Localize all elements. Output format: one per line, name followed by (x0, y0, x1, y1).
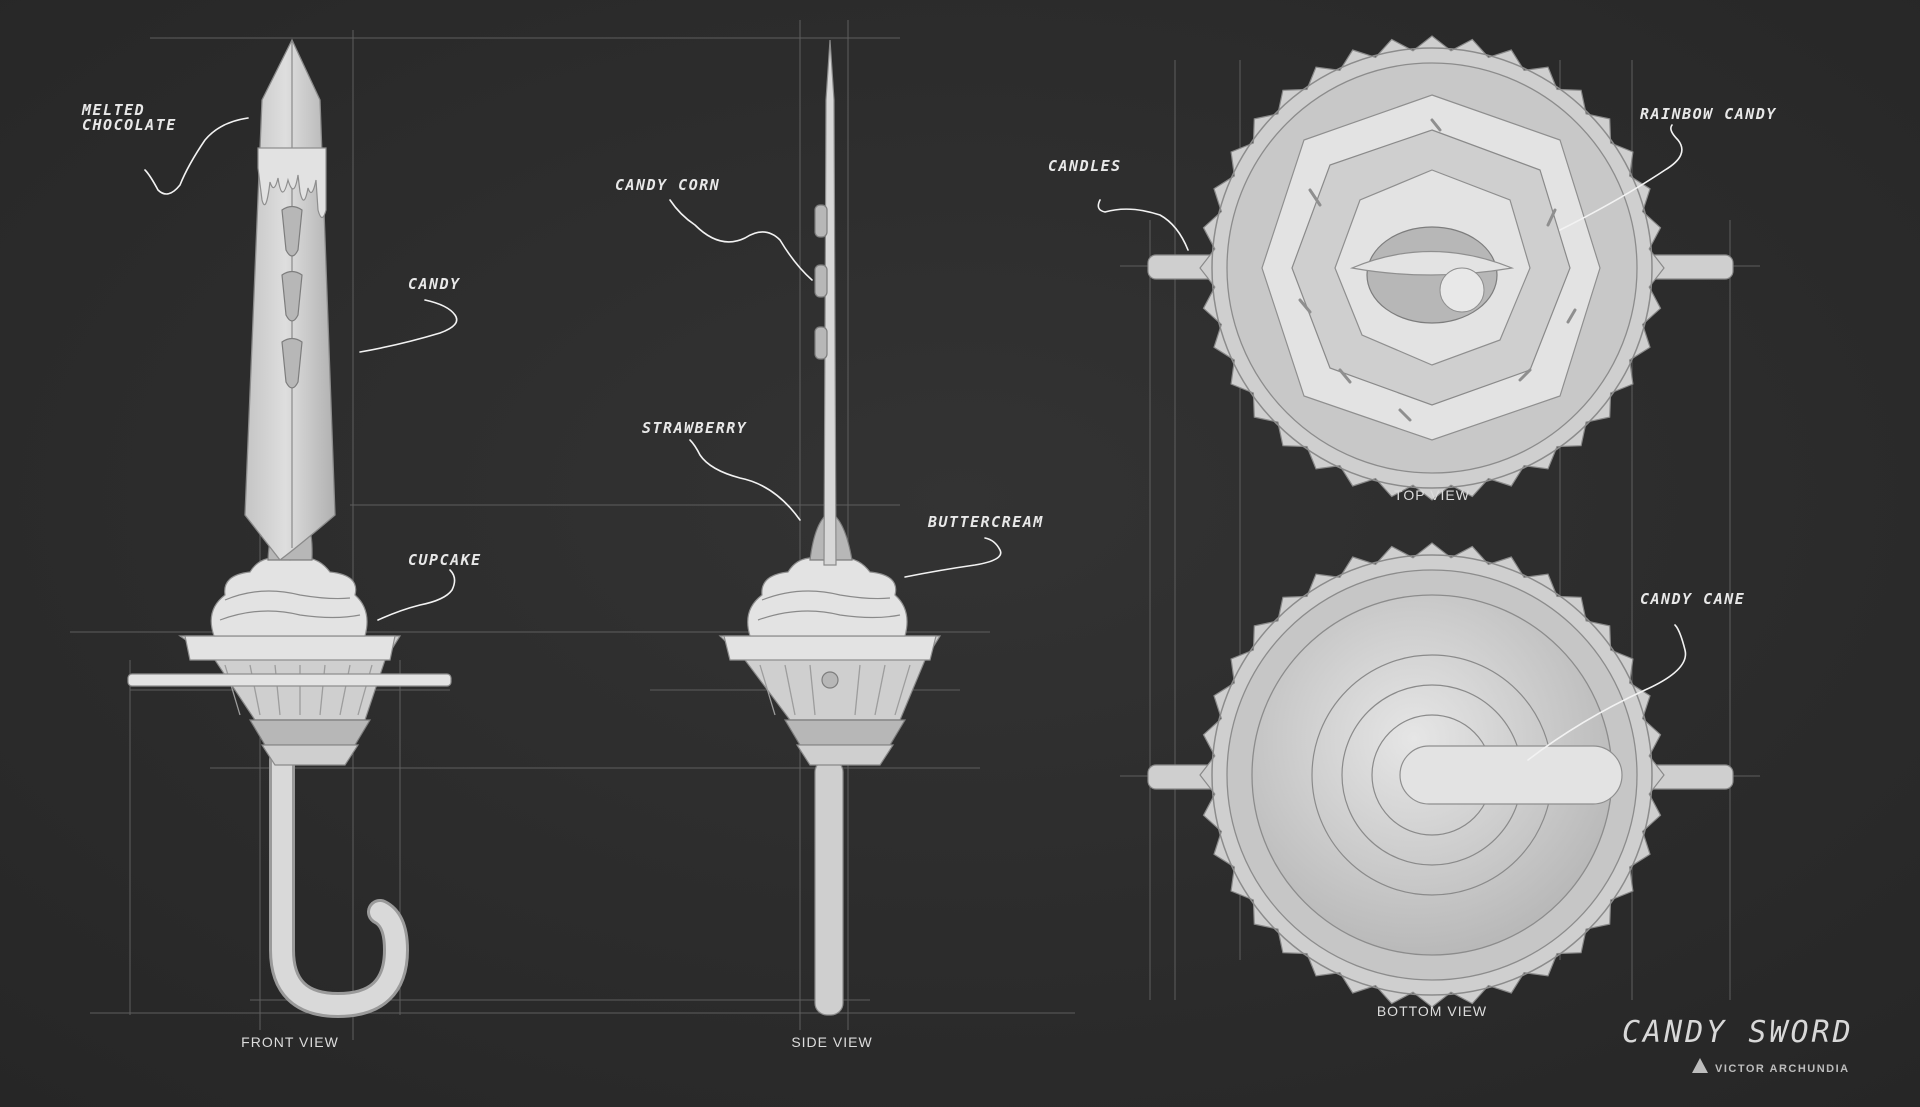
label-candles: CANDLES (1048, 157, 1122, 175)
label-cupcake: CUPCAKE (408, 551, 482, 569)
side-view-model (718, 39, 942, 1016)
label-melted: MELTED (81, 101, 145, 119)
callout-labels: MELTED CHOCOLATE CANDY CUPCAKE CANDY COR… (81, 101, 1777, 608)
caption-top-view: TOP VIEW (1394, 487, 1470, 503)
front-view-model (127, 38, 452, 1019)
melted-chocolate (257, 147, 327, 219)
candy-blade-side (823, 39, 837, 566)
label-candy-corn: CANDY CORN (615, 176, 720, 194)
label-candy-cane: CANDY CANE (1640, 590, 1745, 608)
label-chocolate: CHOCOLATE (82, 116, 177, 134)
bottom-view-model (1147, 542, 1734, 1008)
caption-bottom-view: BOTTOM VIEW (1377, 1003, 1487, 1019)
label-rainbow-candy: RAINBOW CANDY (1640, 105, 1777, 123)
label-buttercream: BUTTERCREAM (927, 513, 1044, 531)
view-captions: FRONT VIEW SIDE VIEW TOP VIEW BOTTOM VIE… (241, 487, 1487, 1050)
sheet-title: CANDY SWORD (1622, 1015, 1854, 1050)
callout-leaders (144, 117, 1687, 761)
label-strawberry: STRAWBERRY (642, 419, 747, 437)
artist-name: VICTOR ARCHUNDIA (1715, 1063, 1850, 1075)
top-view-model (1147, 35, 1734, 501)
label-candy: CANDY (408, 275, 461, 293)
caption-front-view: FRONT VIEW (241, 1034, 339, 1050)
caption-side-view: SIDE VIEW (791, 1034, 872, 1050)
artist-logo-icon (1692, 1058, 1708, 1073)
title-block: CANDY SWORD VICTOR ARCHUNDIA (1622, 1015, 1854, 1075)
